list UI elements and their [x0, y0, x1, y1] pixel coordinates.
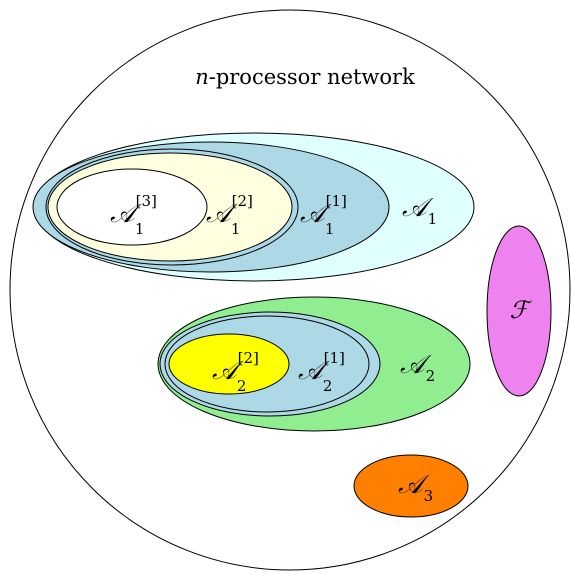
region-a3	[353, 454, 469, 518]
network-circle	[9, 9, 571, 571]
title-variable: n	[195, 65, 209, 89]
title-rest: -processor network	[209, 65, 415, 89]
label-a1-2: 𝒜[2]1	[206, 192, 253, 238]
label-f: ℱ	[510, 296, 533, 324]
region-a2-2	[168, 333, 290, 395]
region-a1-3	[56, 168, 208, 246]
label-a1-3: 𝒜[3]1	[110, 192, 157, 238]
label-a2-1: 𝒜[1]2	[298, 349, 345, 395]
region-f	[486, 225, 552, 397]
network-title: n-processor network	[195, 65, 415, 89]
